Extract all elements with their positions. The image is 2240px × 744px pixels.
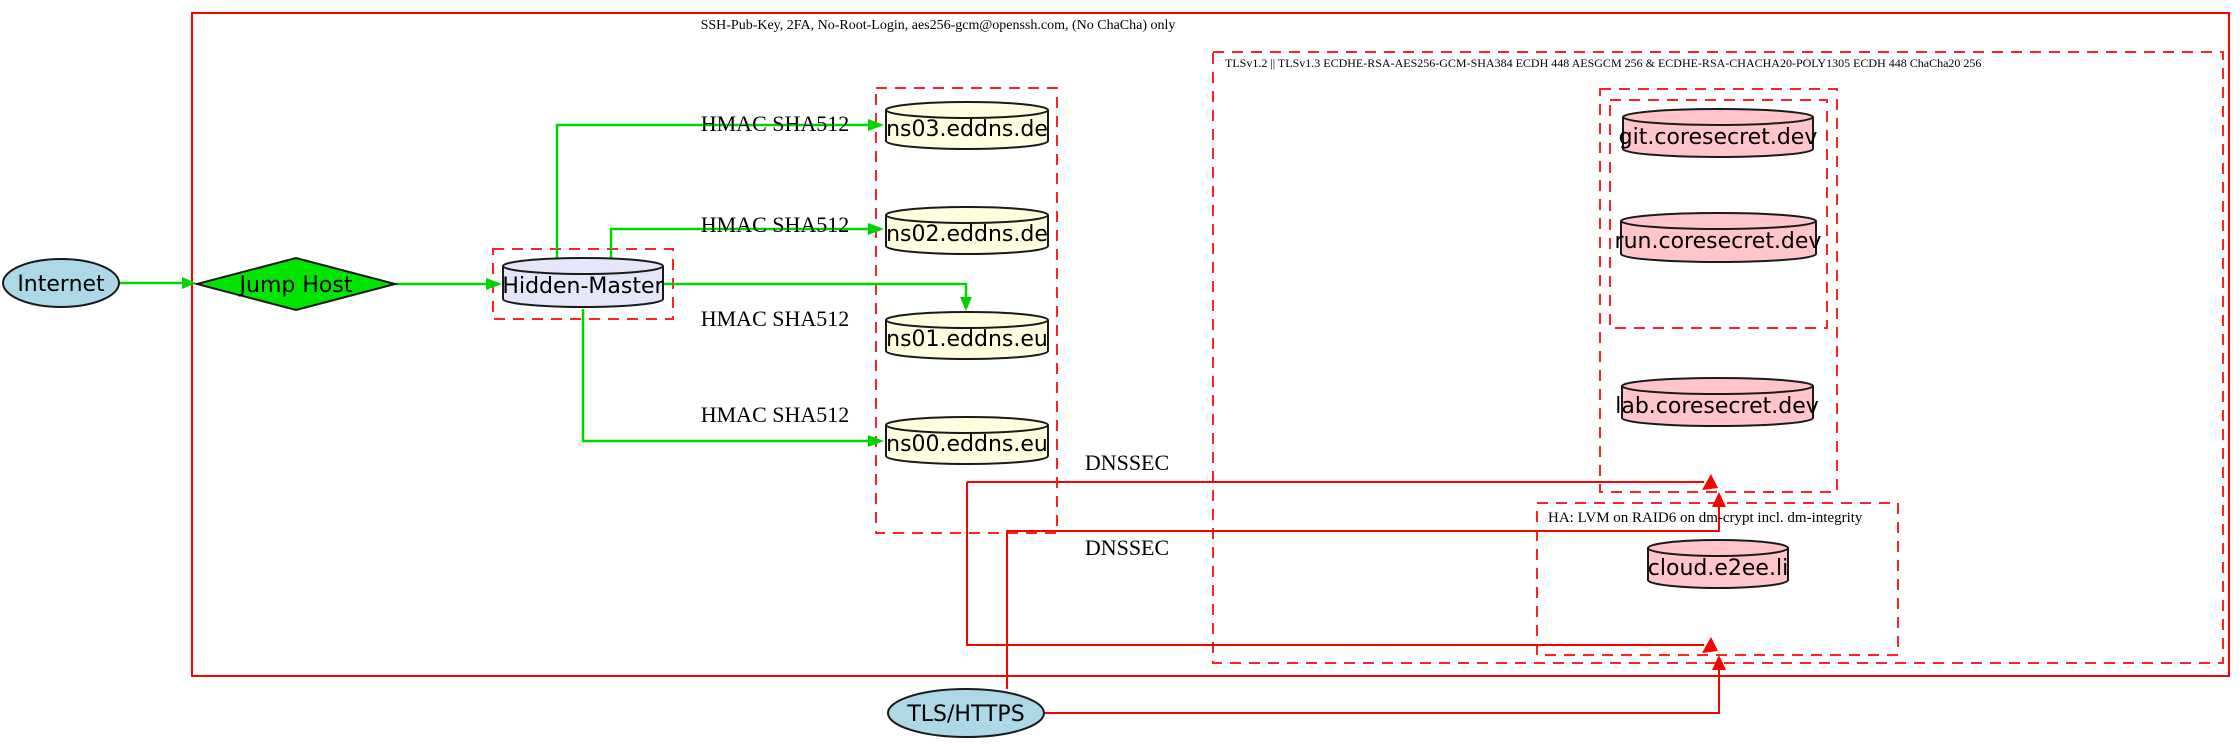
tls-https-label: TLS/HTTPS — [906, 702, 1024, 727]
tls-cluster-box — [1212, 51, 2224, 664]
dnssec-label-1: DNSSEC — [1085, 450, 1169, 475]
lab-label: lab.coresecret.dev — [1615, 394, 1819, 419]
run-label: run.coresecret.dev — [1615, 229, 1822, 254]
arrowhead-ns01 — [960, 297, 972, 311]
ns03-label: ns03.eddns.de — [886, 117, 1048, 142]
tls-https-node: TLS/HTTPS — [887, 688, 1045, 738]
ns02-node: ns02.eddns.de — [885, 206, 1049, 255]
internet-label: Internet — [17, 272, 105, 297]
run-node: run.coresecret.dev — [1615, 212, 1822, 263]
hmac-label-ns01: HMAC SHA512 — [701, 306, 850, 331]
ssh-cluster-box — [191, 12, 2230, 677]
hidden-master-node: Hidden-Master — [502, 257, 665, 308]
services-inner-cluster-box — [1609, 99, 1828, 329]
cloud-node: cloud.e2ee.li — [1647, 539, 1789, 589]
arrowhead-jumphost — [182, 277, 196, 289]
git-label: git.coresecret.dev — [1619, 125, 1818, 150]
nameserver-cluster-box — [875, 87, 1058, 534]
ns01-label: ns01.eddns.eu — [886, 327, 1048, 352]
tls-cluster-label: TLSv1.2 || TLSv1.3 ECDHE-RSA-AES256-GCM-… — [1225, 56, 1981, 70]
arrowhead-ha-a — [1702, 637, 1718, 653]
jump-host-label: Jump Host — [238, 273, 353, 298]
edge-dnssec-to-ha-a — [966, 482, 1704, 646]
arrowhead-ha-b — [1712, 655, 1726, 670]
ns00-label: ns00.eddns.eu — [886, 432, 1048, 457]
arrowhead-lab-b — [1712, 492, 1726, 507]
hmac-label-ns02: HMAC SHA512 — [701, 212, 850, 237]
arrowhead-hiddenmaster — [486, 278, 502, 290]
edge-hiddenmaster-ns00 — [581, 309, 868, 443]
hmac-label-ns03: HMAC SHA512 — [701, 111, 850, 136]
dnssec-label-2: DNSSEC — [1085, 535, 1169, 560]
internet-node: Internet — [2, 258, 120, 308]
hidden-master-label: Hidden-Master — [502, 274, 664, 299]
services-outer-cluster-box — [1599, 88, 1838, 493]
edge-tls-to-ha — [1043, 668, 1720, 714]
ns00-node: ns00.eddns.eu — [885, 416, 1049, 465]
edge-hiddenmaster-ns03 — [555, 123, 868, 258]
green-edges — [119, 123, 968, 443]
ssh-cluster-label: SSH-Pub-Key, 2FA, No-Root-Login, aes256-… — [701, 18, 1176, 33]
edge-hiddenmaster-ns01 — [663, 282, 968, 297]
cloud-label: cloud.e2ee.li — [1648, 556, 1788, 581]
arrowhead-ns02 — [868, 223, 884, 235]
arrowhead-ns03 — [868, 119, 884, 131]
ns02-label: ns02.eddns.de — [886, 222, 1048, 247]
red-edges — [966, 481, 1720, 714]
edge-hiddenmaster-ns02 — [609, 227, 868, 258]
red-arrowheads — [1702, 474, 1726, 670]
arrowhead-ns00 — [868, 435, 884, 447]
git-node: git.coresecret.dev — [1619, 108, 1818, 158]
edge-tls-to-lab — [1006, 505, 1720, 689]
ns01-node: ns01.eddns.eu — [885, 311, 1049, 360]
ha-cluster-label: HA: LVM on RAID6 on dm-crypt incl. dm-in… — [1548, 510, 1863, 526]
arrowhead-lab-a — [1702, 474, 1718, 490]
hmac-label-ns00: HMAC SHA512 — [701, 402, 850, 427]
ns03-node: ns03.eddns.de — [885, 101, 1049, 150]
green-arrowheads — [182, 119, 972, 447]
lab-node: lab.coresecret.dev — [1615, 377, 1819, 427]
jump-host-node: Jump Host — [193, 256, 399, 312]
